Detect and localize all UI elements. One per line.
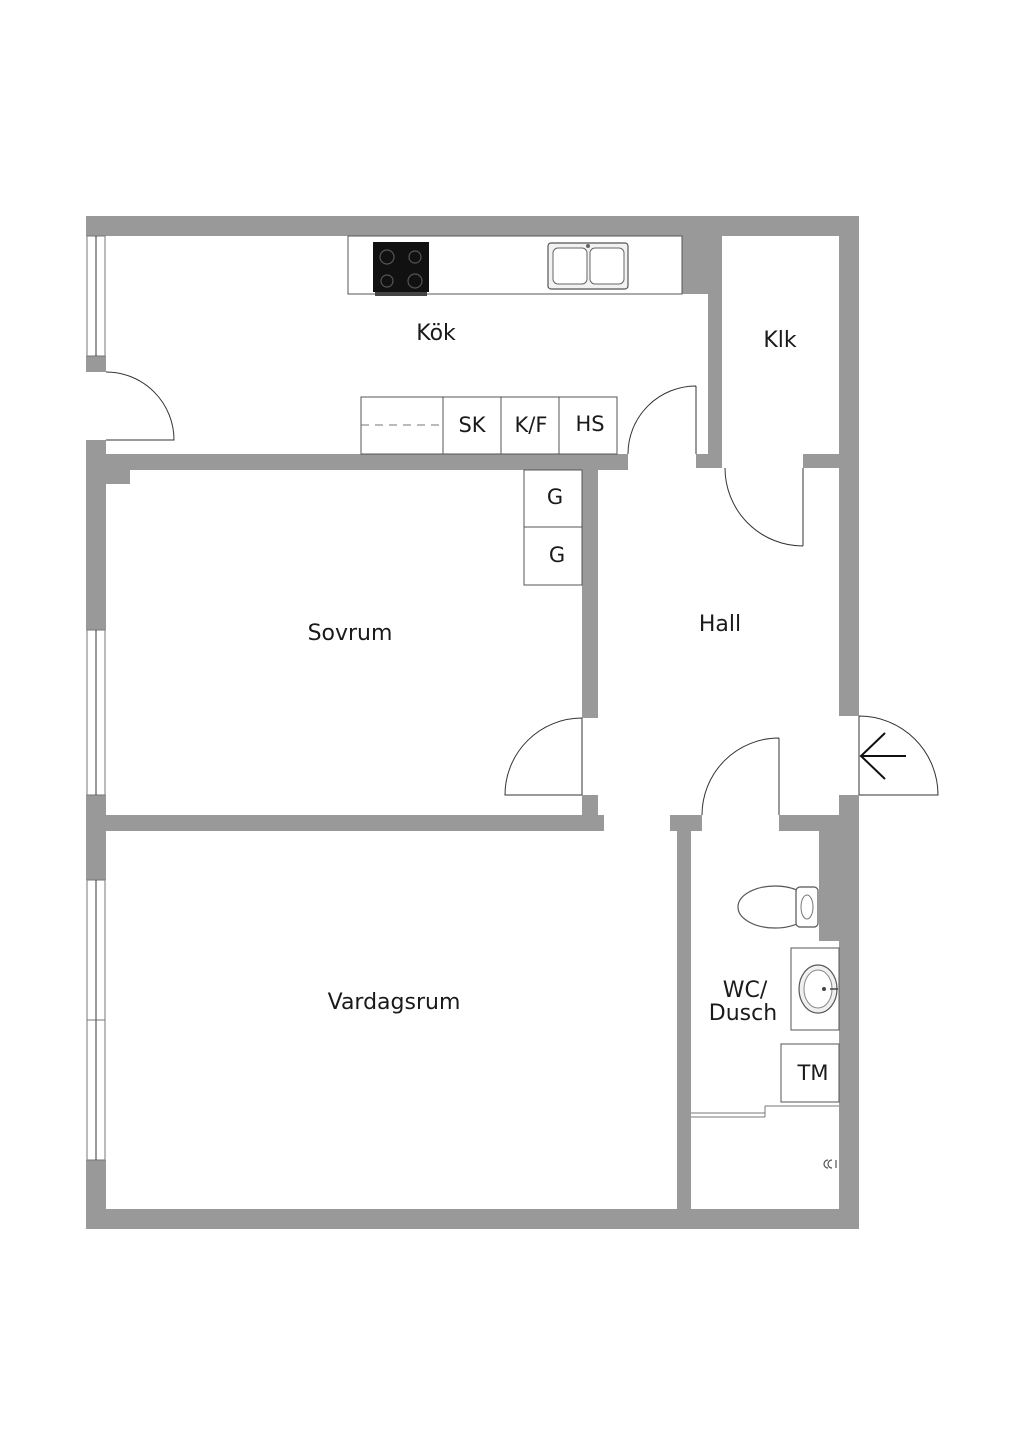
- room-label-kitchen: Kök: [416, 321, 456, 346]
- wall-hall-bath-left: [670, 815, 702, 831]
- freezer-label: SK: [458, 413, 486, 437]
- outer-wall-top: [86, 216, 859, 236]
- wall-closet-hall-right: [803, 454, 839, 468]
- windows: [86, 235, 106, 1161]
- window-kitchen: [86, 235, 106, 357]
- outer-wall-right-1: [839, 216, 859, 716]
- bath-shaft: [819, 831, 839, 941]
- wall-bedroom-hall: [582, 470, 598, 718]
- wall-kitchen-bedroom: [106, 454, 628, 470]
- outer-wall-right-2: [839, 795, 859, 1229]
- kitchen-sink-icon: [547, 242, 629, 290]
- washbasin-icon: [790, 947, 840, 1031]
- outer-wall-left-3: [86, 440, 106, 630]
- outer-wall-left-1: [86, 216, 106, 236]
- room-label-living-room: Vardagsrum: [328, 990, 461, 1015]
- door-bedroom: [504, 717, 583, 796]
- wall-hall-bath-right: [779, 815, 839, 831]
- room-label-bathroom-line2: Dusch: [709, 1001, 777, 1026]
- wall-kitchen-pillar: [682, 236, 708, 294]
- door-kitchen-balcony: [105, 371, 175, 441]
- door-bathroom: [701, 737, 780, 816]
- washing-machine-label: TM: [797, 1061, 829, 1085]
- outer-wall-left-2: [86, 356, 106, 372]
- tall-cabinet-label: HS: [575, 412, 604, 436]
- entrance-arrow-icon: [859, 732, 906, 780]
- wall-bedroom-living: [106, 815, 604, 831]
- stove-icon: [373, 242, 429, 296]
- door-entrance: [858, 715, 939, 796]
- wall-living-bath: [677, 815, 691, 1209]
- doors: [105, 371, 939, 816]
- door-closet: [724, 467, 804, 547]
- window-living-2: [86, 1019, 106, 1161]
- room-label-bathroom-line1: WC/: [723, 978, 768, 1003]
- room-label-hall: Hall: [699, 612, 741, 637]
- toilet-icon: [737, 885, 819, 929]
- wardrobe-label-2: G: [549, 543, 565, 567]
- outer-wall-left-5: [86, 1160, 106, 1229]
- shower-icon: [691, 1105, 839, 1169]
- wall-closet-hall-left: [696, 454, 722, 468]
- washing-machine: [780, 1043, 840, 1103]
- room-label-closet: Klk: [763, 328, 797, 353]
- door-kitchen-hall: [627, 385, 697, 455]
- wardrobe-label-1: G: [547, 485, 563, 509]
- outer-wall-left-4: [86, 795, 106, 880]
- wardrobes: [523, 469, 583, 586]
- walls: [86, 216, 859, 1229]
- fridge-freezer-label: K/F: [515, 413, 548, 437]
- kitchen-cabinets: [360, 396, 618, 455]
- wall-kitchen-closet: [708, 236, 722, 468]
- room-label-bedroom: Sovrum: [308, 621, 393, 646]
- outer-wall-bottom: [86, 1209, 859, 1229]
- wall-kitchen-bedroom-stub: [106, 470, 130, 484]
- wall-bedroom-hall-low: [582, 795, 598, 815]
- window-bedroom: [86, 629, 106, 796]
- window-living-1: [86, 879, 106, 1021]
